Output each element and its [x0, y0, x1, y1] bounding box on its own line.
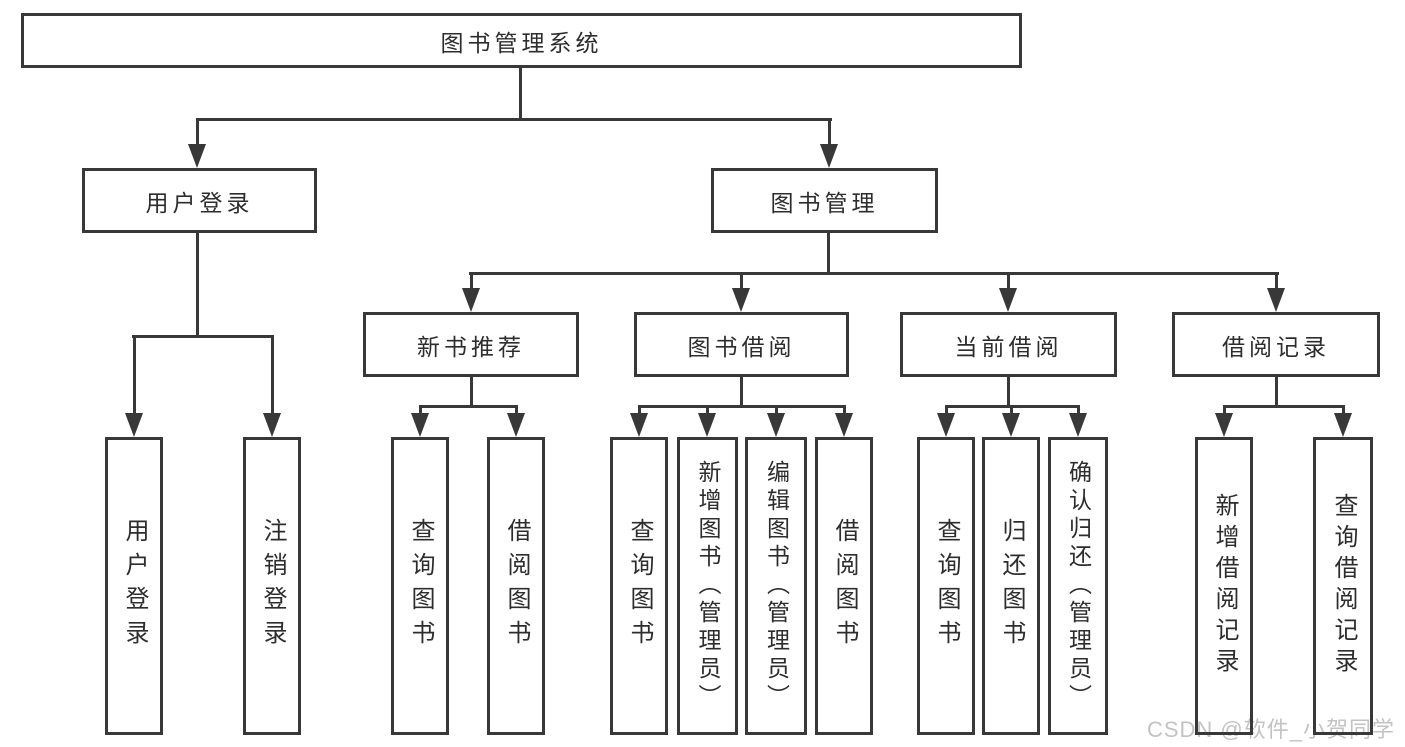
- node-label: 借阅图书: [503, 518, 530, 654]
- node-current-borrowing: 当前借阅: [900, 312, 1117, 377]
- connector-line: [638, 405, 846, 408]
- connector-line: [827, 233, 830, 275]
- arrow-down-icon: [630, 413, 648, 437]
- arrow-down-icon: [411, 413, 429, 437]
- leaf-recommend-borrow-books: 借阅图书: [487, 437, 545, 735]
- arrow-down-icon: [507, 413, 525, 437]
- arrow-down-icon: [767, 413, 785, 437]
- leaf-query-borrow-record: 查询借阅记录: [1313, 437, 1373, 735]
- connector-line: [197, 118, 832, 121]
- leaf-user-login: 用户登录: [105, 437, 163, 735]
- node-label: 借阅记录: [1222, 333, 1330, 360]
- connector-line: [638, 405, 641, 417]
- leaf-confirm-return-admin: 确认归还（管理员）: [1048, 437, 1108, 735]
- node-label: 注销登录: [259, 518, 286, 654]
- node-label: 查询图书: [933, 518, 960, 654]
- node-label: 用户登录: [145, 189, 254, 216]
- arrow-down-icon: [937, 413, 955, 437]
- connector-line: [1010, 405, 1013, 417]
- leaf-add-borrow-record: 新增借阅记录: [1195, 437, 1253, 735]
- node-new-book-recommend: 新书推荐: [363, 312, 579, 377]
- arrow-down-icon: [820, 144, 838, 168]
- arrow-down-icon: [1215, 413, 1233, 437]
- connector-line: [1342, 405, 1345, 417]
- arrow-down-icon: [125, 413, 143, 437]
- connector-line: [133, 335, 136, 415]
- connector-line: [196, 233, 199, 338]
- connector-line: [1275, 272, 1278, 292]
- connector-line: [271, 335, 274, 415]
- connector-line: [775, 405, 778, 417]
- node-book-borrowing: 图书借阅: [634, 312, 849, 377]
- node-label: 归还图书: [998, 518, 1025, 654]
- connector-line: [1223, 405, 1345, 408]
- connector-line: [519, 68, 522, 121]
- arrow-down-icon: [1334, 413, 1352, 437]
- arrow-down-icon: [462, 288, 480, 312]
- node-book-management: 图书管理: [711, 168, 938, 233]
- connector-line: [470, 272, 473, 292]
- arrow-down-icon: [1069, 413, 1087, 437]
- connector-line: [945, 405, 948, 417]
- leaf-add-books-admin: 新增图书（管理员）: [677, 437, 738, 735]
- node-borrowing-records: 借阅记录: [1172, 312, 1380, 377]
- connector-line: [706, 405, 709, 417]
- node-label: 查询借阅记录: [1330, 493, 1357, 679]
- leaf-logout: 注销登录: [243, 437, 301, 735]
- arrow-down-icon: [732, 288, 750, 312]
- node-label: 图书管理系统: [440, 29, 603, 56]
- connector-line: [740, 377, 743, 408]
- connector-line: [828, 118, 831, 150]
- node-label: 当前借阅: [954, 333, 1063, 360]
- arrow-down-icon: [1002, 413, 1020, 437]
- node-label: 查询图书: [407, 518, 434, 654]
- node-label: 新增图书（管理员）: [695, 460, 721, 712]
- connector-line: [419, 405, 422, 417]
- arrow-down-icon: [698, 413, 716, 437]
- node-label: 新书推荐: [417, 333, 525, 360]
- arrow-down-icon: [1267, 288, 1285, 312]
- arrow-down-icon: [999, 288, 1017, 312]
- connector-line: [469, 272, 1279, 275]
- connector-line: [843, 405, 846, 417]
- leaf-borrowing-query-books: 查询图书: [610, 437, 668, 735]
- csdn-watermark: CSDN @软件_小贺同学: [1146, 717, 1395, 742]
- node-root-system: 图书管理系统: [21, 13, 1022, 68]
- leaf-current-query-books: 查询图书: [917, 437, 975, 735]
- node-label: 图书借阅: [687, 333, 796, 360]
- connector-line: [419, 405, 518, 408]
- node-user-login: 用户登录: [82, 168, 317, 233]
- arrow-down-icon: [263, 413, 281, 437]
- arrow-down-icon: [188, 144, 206, 168]
- node-label: 编辑图书（管理员）: [763, 460, 790, 712]
- arrow-down-icon: [835, 413, 853, 437]
- connector-line: [132, 335, 274, 338]
- connector-line: [196, 118, 199, 150]
- connector-line: [740, 272, 743, 292]
- node-label: 确认归还（管理员）: [1065, 460, 1092, 712]
- leaf-borrowing-borrow-books: 借阅图书: [815, 437, 873, 735]
- node-label: 查询图书: [626, 518, 653, 654]
- connector-line: [1275, 377, 1278, 408]
- leaf-return-books: 归还图书: [982, 437, 1040, 735]
- node-label: 借阅图书: [831, 518, 858, 654]
- leaf-recommend-query-books: 查询图书: [391, 437, 449, 735]
- connector-line: [1007, 272, 1010, 292]
- node-label: 新增借阅记录: [1211, 493, 1238, 679]
- node-label: 用户登录: [121, 518, 148, 654]
- connector-line: [1077, 405, 1080, 417]
- connector-line: [1007, 377, 1010, 408]
- connector-line: [1223, 405, 1226, 417]
- node-label: 图书管理: [770, 189, 879, 216]
- leaf-edit-books-admin: 编辑图书（管理员）: [745, 437, 807, 735]
- connector-line: [515, 405, 518, 417]
- connector-line: [470, 377, 473, 408]
